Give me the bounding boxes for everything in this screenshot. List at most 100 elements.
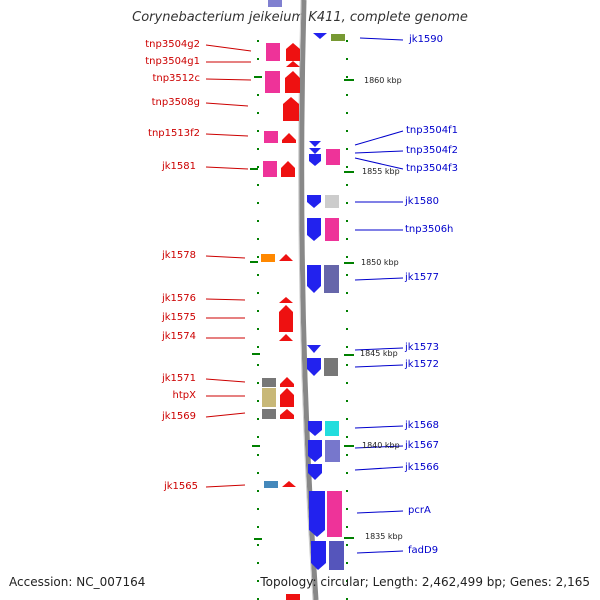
gene-label[interactable]: jk1590 bbox=[409, 34, 444, 45]
gene-label[interactable]: jk1572 bbox=[405, 359, 440, 370]
scale-label: 1850 kbp bbox=[361, 258, 399, 267]
map-title: Corynebacterium jeikeium K411, complete … bbox=[132, 10, 468, 25]
gene-jk1571-box bbox=[262, 378, 276, 387]
gene-htpX-box bbox=[262, 388, 276, 407]
gene-tnp1513f2-box bbox=[264, 131, 278, 143]
connector-jk1567 bbox=[354, 445, 404, 449]
connector-fadD9 bbox=[356, 550, 404, 554]
connector-jk1568 bbox=[354, 425, 404, 429]
gene-bottom-stub bbox=[286, 594, 300, 600]
gene-label[interactable]: jk1566 bbox=[405, 462, 440, 473]
major-ticks bbox=[250, 76, 354, 540]
connector-jk1572 bbox=[354, 364, 404, 368]
connector-jk1590 bbox=[359, 37, 404, 41]
gene-label[interactable]: fadD9 bbox=[408, 545, 439, 556]
connector-jk1577 bbox=[354, 277, 404, 281]
gene-top-stub bbox=[268, 0, 282, 7]
connector-jk1569 bbox=[205, 412, 246, 418]
gene-pcrA-box bbox=[327, 491, 342, 537]
gene-jk1572-arrow bbox=[307, 358, 321, 376]
gene-label[interactable]: tnp3506h bbox=[405, 224, 454, 235]
scale-label: 1860 kbp bbox=[364, 76, 402, 85]
gene-label[interactable]: jk1580 bbox=[405, 196, 440, 207]
gene-label[interactable]: jk1577 bbox=[405, 272, 440, 283]
gene-jk1577-box bbox=[324, 265, 339, 293]
gene-jk1578-arrow bbox=[279, 254, 293, 261]
accession-text: Accession: NC_007164 bbox=[9, 575, 146, 589]
gene-jk1571-arrow bbox=[280, 377, 294, 387]
connector-jk1581 bbox=[205, 166, 249, 170]
gene-label[interactable]: tnp3504f3 bbox=[406, 163, 458, 174]
connector-jk1573 bbox=[354, 347, 404, 351]
gene-jk1565-arrow bbox=[282, 481, 296, 487]
gene-tnp1513f2-arrow bbox=[282, 133, 296, 143]
gene-label[interactable]: jk1569 bbox=[161, 411, 196, 422]
gene-tnp3504g1-arrow bbox=[286, 61, 300, 67]
gene-jk1575-arrow bbox=[279, 305, 293, 332]
gene-jk1567-arrow bbox=[308, 440, 322, 462]
gene-jk1590-arrow bbox=[313, 33, 327, 39]
gene-label[interactable]: jk1573 bbox=[405, 342, 440, 353]
connector-tnp3512c bbox=[205, 78, 252, 81]
connector-tnp3504f3 bbox=[354, 157, 404, 170]
gene-jk1580-arrow bbox=[307, 195, 321, 208]
right-strand-genes bbox=[307, 33, 345, 570]
gene-tnp3504f-box bbox=[326, 149, 340, 165]
gene-jk1572-box bbox=[324, 358, 338, 376]
gene-jk1568-arrow bbox=[308, 421, 322, 436]
gene-jk1578-box bbox=[261, 254, 275, 262]
gene-jk1574-arrow bbox=[279, 334, 293, 341]
gene-label[interactable]: tnp1513f2 bbox=[148, 128, 200, 139]
gene-label[interactable]: htpX bbox=[172, 390, 196, 401]
connector-jk1571 bbox=[205, 378, 246, 383]
left-connectors bbox=[205, 44, 252, 488]
scale-label: 1855 kbp bbox=[362, 167, 400, 176]
gene-label[interactable]: tnp3504f1 bbox=[406, 125, 458, 136]
connector-jk1566 bbox=[354, 466, 404, 471]
gene-fadD9-arrow bbox=[311, 541, 326, 570]
gene-jk1580-box bbox=[325, 195, 339, 208]
connector-tnp1513f2 bbox=[205, 133, 249, 137]
scale-label: 1845 kbp bbox=[360, 349, 398, 358]
connector-jk1565 bbox=[205, 484, 246, 488]
connector-tnp3504f2 bbox=[354, 150, 404, 154]
connector-pcrA bbox=[356, 510, 404, 514]
gene-jk1567-box bbox=[325, 440, 340, 462]
gene-label[interactable]: jk1567 bbox=[405, 440, 440, 451]
gene-label[interactable]: jk1568 bbox=[405, 420, 440, 431]
gene-label[interactable]: tnp3504f2 bbox=[406, 145, 458, 156]
gene-label[interactable]: jk1574 bbox=[161, 331, 196, 342]
connector-tnp3504f1 bbox=[354, 130, 404, 146]
gene-tnp3506h-arrow bbox=[307, 218, 321, 241]
gene-jk1590-box bbox=[331, 34, 345, 41]
gene-tnp3504f3-arrow bbox=[309, 154, 321, 166]
gene-label[interactable]: jk1578 bbox=[161, 250, 196, 261]
topology-text: Topology: circular; Length: 2,462,499 bp… bbox=[260, 575, 590, 589]
gene-tnp3512c-box bbox=[265, 71, 280, 93]
gene-jk1565-box bbox=[264, 481, 278, 488]
gene-label[interactable]: jk1581 bbox=[161, 161, 196, 172]
gene-label[interactable]: pcrA bbox=[408, 505, 431, 516]
gene-jk1568-box bbox=[325, 421, 339, 436]
gene-tnp3512c-arrow bbox=[285, 71, 300, 93]
gene-label[interactable]: tnp3504g1 bbox=[145, 56, 200, 67]
gene-label[interactable]: tnp3512c bbox=[152, 73, 200, 84]
gene-htpX-arrow bbox=[280, 388, 294, 407]
gene-jk1581-box bbox=[263, 161, 277, 177]
gene-label[interactable]: jk1576 bbox=[161, 293, 196, 304]
gene-label[interactable]: jk1571 bbox=[161, 373, 196, 384]
gene-tnp3504f2-arrow bbox=[309, 148, 321, 154]
gene-jk1581-arrow bbox=[281, 161, 295, 177]
gene-tnp3506h-box bbox=[325, 218, 339, 241]
gene-label[interactable]: jk1565 bbox=[163, 481, 198, 492]
left-strand-genes bbox=[261, 0, 300, 600]
connector-tnp3508g bbox=[205, 102, 249, 107]
gene-tnp3508g-arrow bbox=[283, 97, 299, 121]
gene-jk1576-arrow bbox=[279, 297, 293, 303]
gene-label[interactable]: jk1575 bbox=[161, 312, 196, 323]
gene-tnp3504f1-arrow bbox=[309, 141, 321, 147]
gene-label[interactable]: tnp3508g bbox=[151, 97, 200, 108]
gene-label[interactable]: tnp3504g2 bbox=[145, 39, 200, 50]
gene-jk1569-arrow bbox=[280, 409, 294, 419]
